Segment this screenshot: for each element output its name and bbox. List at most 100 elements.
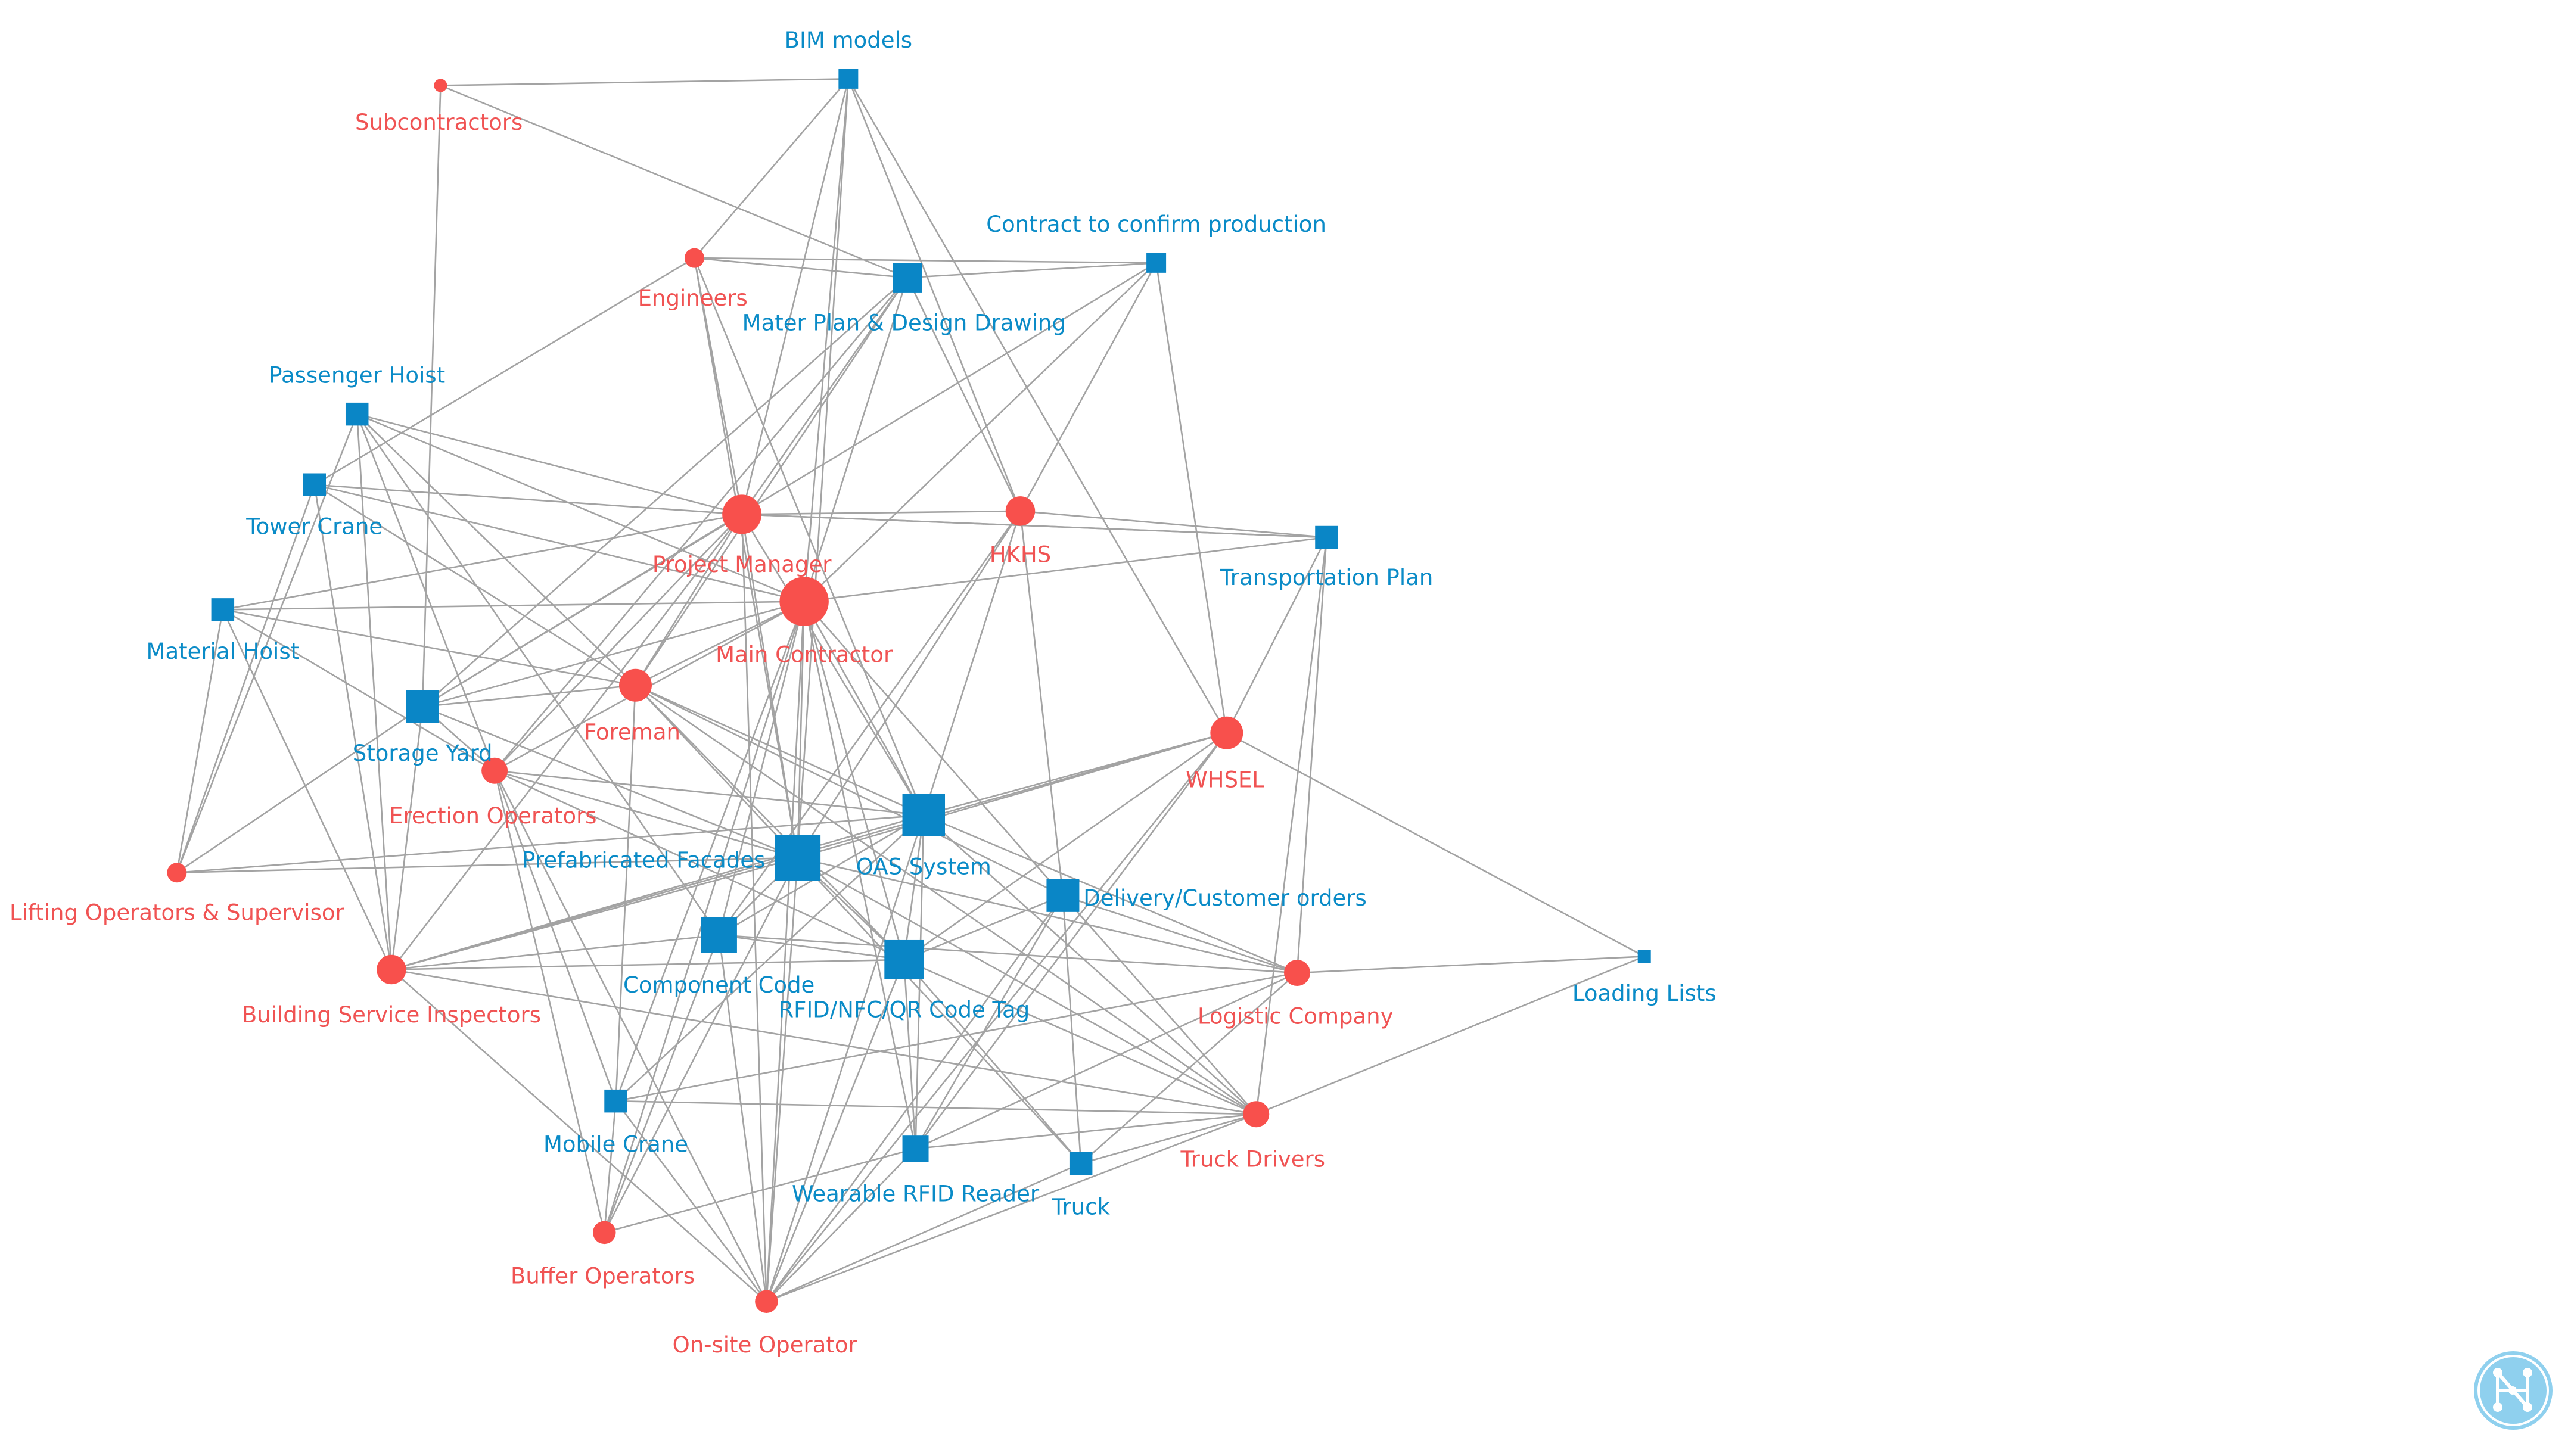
edge-pm-sy	[422, 514, 742, 708]
edge-mcr-bo	[603, 1101, 617, 1233]
node-mpdd	[893, 263, 922, 293]
edge-fm-pf	[635, 685, 798, 858]
edge-tp-pm	[742, 514, 1327, 539]
edge-mpdd-hkhs	[906, 277, 1021, 512]
node-label-oas: OAS System	[856, 854, 991, 880]
edge-eo-rfid	[494, 770, 904, 961]
edge-mpdd-eo	[494, 277, 908, 771]
node-label-pf: Prefabricated Facades	[522, 847, 765, 873]
node-label-td: Truck Drivers	[1180, 1147, 1326, 1172]
node-label-oso: On-site Operator	[673, 1332, 858, 1358]
edge-dco-wrr	[915, 895, 1064, 1149]
edge-mh-pm	[222, 514, 742, 611]
edge-td-mcr	[615, 1100, 1257, 1115]
node-td	[1243, 1101, 1270, 1128]
edge-mc-mcr	[615, 601, 805, 1102]
edge-lc-truck	[1080, 972, 1298, 1164]
edge-sy-los	[176, 706, 423, 873]
edge-tc-bsi	[313, 484, 393, 970]
node-mh	[211, 598, 235, 621]
edge-wrr-bo	[604, 1147, 916, 1234]
edge-pm-hkhs	[742, 510, 1021, 515]
edge-oas-rfid	[903, 815, 925, 960]
node-mcr	[604, 1089, 627, 1113]
edge-tc-fm	[314, 484, 636, 686]
node-label-bo: Buffer Operators	[511, 1263, 695, 1289]
node-label-tp: Transportation Plan	[1220, 565, 1434, 590]
edge-eo-oas	[494, 770, 924, 816]
node-los	[167, 863, 187, 883]
edge-eng-mpdd	[694, 257, 907, 279]
node-mc	[779, 577, 829, 626]
edge-bim-pm	[741, 79, 850, 515]
nodes-layer	[167, 69, 1651, 1313]
node-pm	[722, 494, 762, 534]
edge-ccp-hkhs	[1019, 262, 1157, 512]
edge-rfid-oso	[766, 959, 905, 1302]
edge-oas-lc	[923, 814, 1298, 974]
edge-rfid-bsi	[391, 959, 904, 970]
node-label-ph: Passenger Hoist	[269, 363, 445, 388]
node-label-truck: Truck	[1051, 1194, 1110, 1220]
edge-hkhs-tp	[1020, 510, 1327, 539]
edge-fm-oas	[635, 685, 924, 816]
edge-tp-whsel	[1226, 537, 1327, 733]
node-label-tc: Tower Crane	[245, 514, 383, 540]
edge-ph-mc	[356, 413, 805, 602]
edge-pf-lc	[797, 857, 1298, 974]
edge-fm-dco	[635, 685, 1064, 897]
edge-eng-pf	[694, 257, 798, 858]
edge-hkhs-pf	[797, 511, 1021, 858]
edge-mh-bsi	[222, 609, 393, 970]
node-whsel	[1210, 716, 1243, 749]
edge-fm-rfid	[635, 685, 905, 960]
node-label-cc: Component Code	[623, 972, 814, 998]
edge-oas-bsi	[391, 814, 924, 970]
node-tp	[1315, 525, 1338, 549]
node-eng	[684, 248, 704, 268]
edge-los-pf	[176, 857, 798, 874]
edge-eo-mcr	[493, 770, 617, 1102]
edge-mc-bo	[604, 601, 805, 1233]
edge-cc-oso	[718, 935, 767, 1302]
edge-ph-fm	[356, 413, 636, 686]
node-pf	[775, 835, 821, 881]
edge-hkhs-cc	[718, 511, 1021, 936]
edge-rfid-wrr	[903, 959, 916, 1149]
edge-mc-oso	[766, 601, 805, 1302]
edge-rfid-td	[903, 959, 1257, 1115]
edge-lc-wrr	[915, 972, 1298, 1150]
edge-fm-mcr	[615, 685, 636, 1102]
node-sub	[434, 79, 447, 92]
node-ccp	[1146, 253, 1167, 273]
edge-bsi-td	[391, 969, 1257, 1115]
edge-hkhs-dco	[1019, 511, 1064, 896]
edge-mh-mc	[222, 601, 804, 611]
edge-eng-ccp	[694, 257, 1156, 264]
node-cc	[701, 917, 737, 953]
edge-whsel-oso	[766, 732, 1227, 1302]
edge-dco-truck	[1062, 895, 1082, 1164]
node-ll	[1637, 950, 1651, 963]
edge-dco-lc	[1062, 895, 1298, 974]
node-hkhs	[1005, 496, 1036, 526]
node-lc	[1284, 960, 1310, 987]
node-sy	[406, 690, 439, 723]
edge-mc-oas	[803, 601, 925, 816]
edge-sy-bsi	[390, 706, 424, 970]
node-label-dco: Delivery/Customer orders	[1083, 885, 1366, 911]
edge-mc-fm	[635, 601, 805, 686]
node-fm	[619, 668, 652, 702]
edge-ccp-whsel	[1155, 263, 1228, 733]
edge-oas-td	[923, 814, 1257, 1115]
node-label-fm: Foreman	[584, 719, 680, 745]
edge-eng-tc	[314, 257, 695, 486]
edge-mcr-oso	[615, 1100, 767, 1302]
node-label-bsi: Building Service Inspectors	[242, 1002, 541, 1028]
node-label-hkhs: HKHS	[990, 542, 1051, 567]
edge-mc-tp	[804, 536, 1327, 602]
edge-cc-rfid	[719, 934, 904, 961]
edge-tc-los	[176, 484, 315, 873]
node-label-los: Lifting Operators & Supervisor	[10, 900, 345, 926]
edge-bim-eng	[694, 78, 849, 259]
